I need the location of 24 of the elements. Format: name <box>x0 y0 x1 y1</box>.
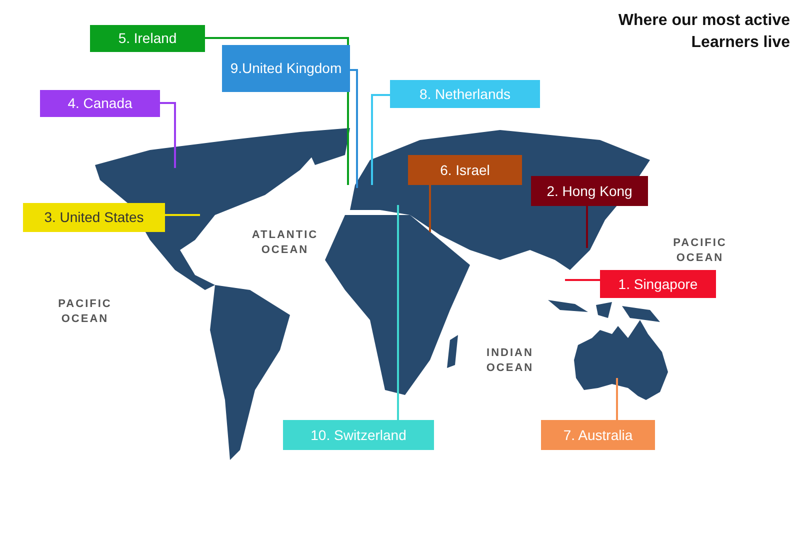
leader-line <box>350 69 358 188</box>
country-label: 1. Singapore <box>600 270 716 298</box>
leader-line <box>160 102 176 168</box>
leader-line <box>371 94 390 185</box>
country-label: 2. Hong Kong <box>531 176 648 206</box>
country-label: 6. Israel <box>408 155 522 185</box>
country-label: 10. Switzerland <box>283 420 434 450</box>
country-label: 5. Ireland <box>90 25 205 52</box>
ocean-label: PACIFIC OCEAN <box>672 236 728 266</box>
leader-line <box>429 185 431 232</box>
leader-line <box>565 279 600 281</box>
country-label: 7. Australia <box>541 420 655 450</box>
ocean-label: INDIAN OCEAN <box>485 346 535 376</box>
country-label: 9.United Kingdom <box>222 45 350 92</box>
leader-line <box>586 206 588 248</box>
leader-line <box>397 205 399 420</box>
country-label: 3. United States <box>23 203 165 232</box>
country-label: 8. Netherlands <box>390 80 540 108</box>
ocean-label: ATLANTIC OCEAN <box>250 228 320 258</box>
leader-line <box>616 378 618 420</box>
leader-line <box>165 214 200 216</box>
map-title: Where our most active Learners live <box>617 11 790 53</box>
ocean-label: PACIFIC OCEAN <box>57 297 113 327</box>
country-label: 4. Canada <box>40 90 160 117</box>
